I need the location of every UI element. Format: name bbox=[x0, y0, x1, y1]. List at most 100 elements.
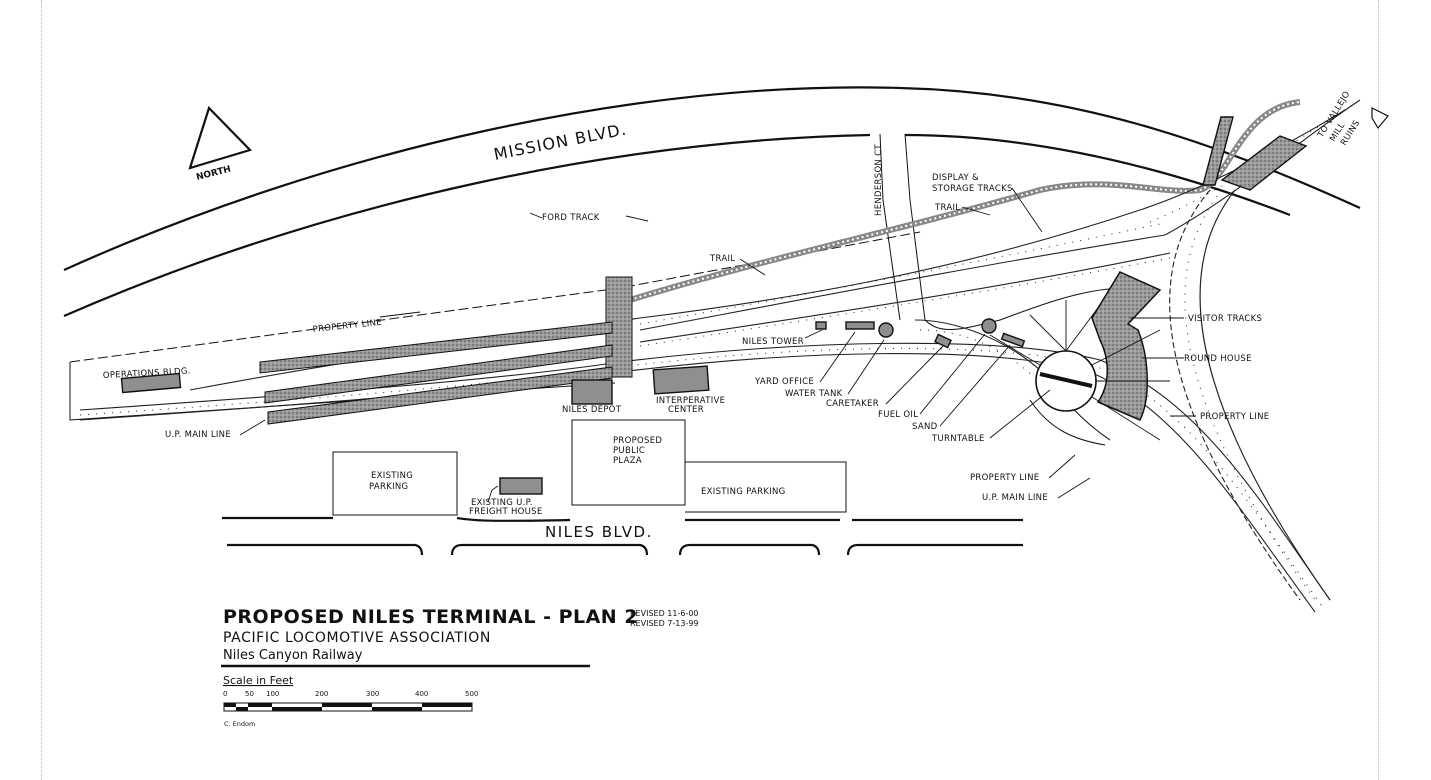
up-main-line-ties bbox=[79, 347, 1323, 607]
property-line-leader bbox=[379, 311, 421, 318]
track-network bbox=[79, 99, 1361, 613]
scale-tick-400: 400 bbox=[415, 690, 428, 698]
north-label: NORTH bbox=[195, 165, 232, 183]
trail-left-leader bbox=[739, 258, 766, 276]
up-main-left-label: U.P. MAIN LINE bbox=[165, 430, 231, 440]
existing-parking-left bbox=[332, 451, 458, 516]
author-credit: C. Endom bbox=[224, 720, 255, 728]
operations-bldg bbox=[120, 372, 182, 394]
storage-ties-1 bbox=[639, 223, 1161, 325]
trail-left-label: TRAIL bbox=[709, 254, 735, 264]
wye-track-east bbox=[1199, 189, 1331, 601]
niles-blvd-south-edge bbox=[227, 543, 1023, 556]
proposed-plaza-label-line3: PLAZA bbox=[613, 456, 642, 466]
round-house bbox=[1091, 271, 1162, 421]
interpretive-center-building bbox=[652, 365, 710, 395]
water-tank bbox=[878, 322, 894, 338]
plan-subtitle: PACIFIC LOCOMOTIVE ASSOCIATION bbox=[223, 630, 491, 646]
niles-blvd: NILES BLVD. bbox=[222, 516, 1023, 556]
platform-north bbox=[259, 321, 613, 374]
scale-seg-4 bbox=[272, 707, 322, 711]
up-main-left-leader bbox=[239, 419, 266, 436]
yard-office-leader bbox=[819, 331, 856, 383]
sand-leader bbox=[939, 344, 1011, 427]
henderson-ct-label: HENDERSON CT. bbox=[874, 142, 884, 216]
mission-blvd: MISSION BLVD. bbox=[63, 86, 1361, 318]
scale-tick-500: 500 bbox=[465, 690, 478, 698]
scale-tick-100: 100 bbox=[266, 690, 279, 698]
freight-house-building bbox=[499, 477, 543, 495]
turntable-bridge bbox=[1039, 372, 1093, 388]
revision-line-2: REVISED 7-13-99 bbox=[630, 619, 699, 628]
freight-house-label-line1: EXISTING U.P. bbox=[471, 498, 533, 508]
trail-bridge bbox=[1202, 116, 1234, 186]
scale-seg-1 bbox=[224, 703, 236, 707]
turntable-lead-track bbox=[1029, 399, 1106, 446]
mission-blvd-edge-south bbox=[63, 133, 871, 318]
scale-seg-3 bbox=[248, 703, 272, 707]
yard-office-label: YARD OFFICE bbox=[754, 377, 814, 387]
niles-depot-label: NILES DEPOT bbox=[562, 405, 622, 415]
mission-blvd-edge-north bbox=[63, 86, 1361, 272]
leader-lines bbox=[239, 187, 1196, 503]
sand-house bbox=[1000, 332, 1026, 348]
niles-tower-building bbox=[815, 321, 827, 330]
page-edge-right bbox=[1378, 0, 1379, 780]
fuel-oil-label: FUEL OIL bbox=[878, 410, 918, 420]
buildings bbox=[120, 318, 1026, 495]
niles-blvd-label: NILES BLVD. bbox=[545, 523, 653, 541]
mission-crossing bbox=[1202, 107, 1389, 191]
property-line-right-label: PROPERTY LINE bbox=[1200, 412, 1269, 422]
display-storage-label-line1: DISPLAY & bbox=[932, 173, 979, 183]
platform-middle bbox=[264, 344, 613, 404]
north-arrow: NORTH bbox=[188, 105, 253, 183]
property-line-left-label: PROPERTY LINE bbox=[312, 318, 382, 335]
property-line-lower-label: PROPERTY LINE bbox=[970, 473, 1039, 483]
scale-seg-2 bbox=[236, 707, 248, 711]
niles-blvd-north-edge bbox=[222, 516, 1023, 522]
mission-blvd-label: MISSION BLVD. bbox=[492, 119, 628, 163]
scale-tick-0: 0 bbox=[223, 690, 227, 698]
mission-blvd-edge-south-east bbox=[904, 133, 1291, 217]
freight-house-label-line2: FREIGHT HOUSE bbox=[469, 507, 543, 517]
visitor-track-ties bbox=[919, 329, 1036, 379]
roundhouse-complex bbox=[989, 271, 1170, 446]
storage-track-3 bbox=[639, 252, 1171, 343]
scale-tick-50: 50 bbox=[245, 690, 254, 698]
niles-tower-label: NILES TOWER bbox=[742, 337, 804, 347]
rail-crossing bbox=[1220, 135, 1308, 191]
turntable-label: TURNTABLE bbox=[931, 434, 985, 444]
up-main-line-track-2 bbox=[79, 353, 1316, 613]
property-line-lower-leader bbox=[1048, 454, 1076, 479]
depot-platforms bbox=[259, 276, 633, 425]
scale-seg-6 bbox=[372, 707, 422, 711]
ford-track-label: FORD TRACK bbox=[542, 213, 600, 223]
scale-tick-200: 200 bbox=[315, 690, 328, 698]
fuel-oil-tank bbox=[981, 318, 997, 334]
proposed-public-plaza bbox=[571, 419, 686, 506]
interpretive-center-label-line1: INTERPERATIVE bbox=[656, 396, 725, 406]
niles-depot-building bbox=[571, 379, 613, 405]
trail-upper-label: TRAIL bbox=[934, 203, 960, 213]
display-tracks-leader bbox=[1011, 187, 1043, 233]
ford-track-arrows bbox=[529, 212, 649, 222]
turntable-leader bbox=[989, 389, 1051, 439]
platform-south bbox=[267, 366, 613, 425]
freight-house-leader bbox=[487, 485, 499, 503]
plan-title: PROPOSED NILES TERMINAL - PLAN 2 bbox=[223, 606, 638, 628]
existing-parking-left-label-line2: PARKING bbox=[369, 482, 408, 492]
trail-path bbox=[629, 99, 1301, 303]
map-labels: FORD TRACK DISPLAY & STORAGE TRACKS TRAI… bbox=[103, 90, 1363, 517]
niles-tower-leader bbox=[804, 329, 823, 339]
to-vallejo-arrow-icon bbox=[1371, 107, 1389, 130]
henderson-ct-west-edge bbox=[879, 133, 901, 321]
interpretive-center-label-line2: CENTER bbox=[668, 405, 704, 415]
trail-upper-leader bbox=[961, 206, 991, 216]
caretaker-leader bbox=[885, 345, 944, 405]
existing-parking-left-label-line1: EXISTING bbox=[371, 471, 413, 481]
proposed-plaza-label-line1: PROPOSED bbox=[613, 436, 662, 446]
yard-office-building bbox=[845, 321, 875, 330]
parking-lots bbox=[332, 419, 847, 516]
